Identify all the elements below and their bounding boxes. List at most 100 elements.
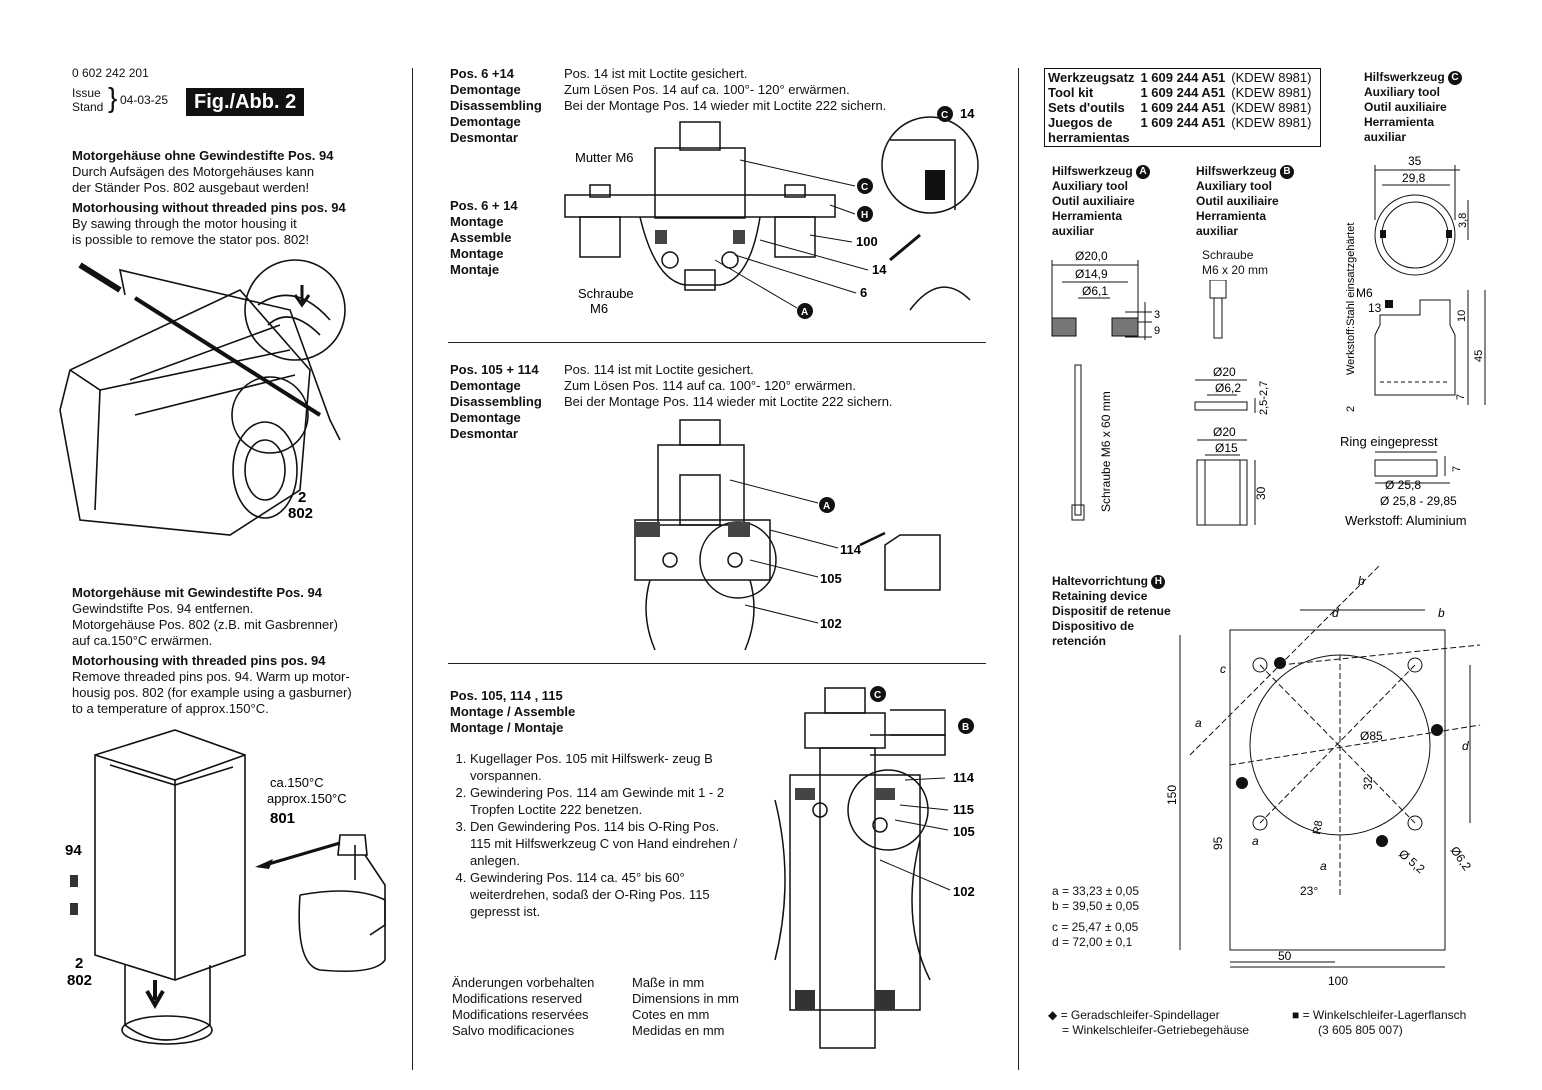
toolkit-row-0-name: Werkzeugsatz (1048, 70, 1135, 85)
holder-dim-d1: d (1332, 606, 1339, 620)
footer-modifications: Änderungen vorbehalten Modifications res… (452, 975, 594, 1039)
toolC-dim-10: 10 (1456, 310, 1468, 322)
toolB-dim-5: Ø15 (1215, 441, 1238, 455)
holder-title-4: Dispositivo de (1052, 619, 1135, 633)
toolC-material: Werkstoff:Stahl einsatzgehärtet (1345, 223, 1357, 375)
holder-title-3: Dispositif de retenue (1052, 604, 1171, 618)
sec1b-label-2: Assemble (450, 230, 512, 245)
toolA-dim-3: Ø6,1 (1082, 284, 1108, 298)
sec1-label-100: 100 (856, 234, 878, 249)
figure-saw-housing: 2 802 (59, 259, 346, 536)
sec2-labels: Pos. 105 + 114 Demontage Disassembling D… (450, 362, 542, 442)
toolkit-row-1-num: 1 609 244 A51 (1140, 85, 1226, 100)
figure-sec2-assembly: A 114 105 102 (634, 419, 941, 651)
sec3-label-1: Montage / Assemble (450, 704, 576, 719)
toolkit-row-3-name: Juegos de (1048, 115, 1113, 130)
stand-label: Stand (72, 100, 104, 114)
toolB-dim-3: 2,5-2,7 (1258, 381, 1270, 415)
toolB-title-1: Hilfswerkzeug (1196, 164, 1277, 178)
toolC-dim-m6: M6 (1356, 286, 1373, 300)
block2-text-en-2: housig pos. 802 (for example using a gas… (72, 685, 352, 700)
legend-square-1: ■ = Winkelschleifer-Lagerflansch (1292, 1008, 1467, 1022)
toolB-screw-2: M6 x 20 mm (1202, 263, 1269, 277)
toolB-dim-1: Ø20 (1213, 365, 1236, 379)
footer-right-1: Maße in mm (632, 975, 705, 990)
toolA-dim-1: Ø20,0 (1075, 249, 1108, 263)
tolerance-d: d = 72,00 ± 0,1 (1052, 935, 1133, 949)
ring-dim-258-2985: Ø 25,8 - 29,85 (1380, 494, 1457, 508)
sec3-label-105: 105 (953, 824, 975, 839)
sec3-label-115: 115 (953, 802, 974, 817)
figure-holder: b b d d c a a a Ø85 32 R8 150 95 Ø 5,2 Ø… (1165, 565, 1481, 988)
block1-text-de-1: Durch Aufsägen des Motorgehäuses kann (72, 164, 315, 179)
fig2-label-802: 802 (67, 972, 92, 989)
column-divider-right (1018, 68, 1019, 1070)
sec1b-pos: Pos. 6 + 14 (450, 198, 518, 213)
ring-label: Ring eingepresst (1340, 434, 1438, 449)
sec1-badge-a: A (801, 307, 808, 318)
holder-dim-o85: Ø85 (1360, 729, 1383, 743)
holder-dim-150: 150 (1165, 785, 1179, 805)
sec1-badge-c-top: C (941, 110, 948, 121)
legend-square-2: (3 605 805 007) (1318, 1023, 1403, 1037)
toolkit-row-2-code: (KDEW 8981) (1231, 100, 1312, 115)
block1-text-de-2: der Ständer Pos. 802 ausgebaut werden! (72, 180, 310, 195)
sec1-mutter: Mutter M6 (575, 150, 634, 165)
sec1-badge-h: H (861, 210, 868, 221)
sec2-label-3: Demontage (450, 410, 521, 425)
sec3-step-2: Gewindering Pos. 114 am Gewinde mit 1 - … (470, 784, 740, 818)
sec1-labels: Pos. 6 +14 Demontage Disassembling Demon… (450, 66, 542, 146)
holder-dim-32: 32 (1361, 776, 1375, 790)
sec1-badge-c: C (861, 182, 868, 193)
doc-number: 0 602 242 201 (72, 66, 149, 80)
sec1b-label-3: Montage (450, 246, 504, 261)
figure-badge: Fig./Abb. 2 (186, 88, 305, 116)
sec3-label-114: 114 (953, 770, 975, 785)
left-block-1: Motorgehäuse ohne Gewindestifte Pos. 94 … (72, 148, 402, 248)
holder-dim-95: 95 (1211, 836, 1225, 850)
toolC-dim-13: 13 (1368, 301, 1382, 315)
left-block-2: Motorgehäuse mit Gewindestifte Pos. 94 G… (72, 585, 402, 717)
toolkit-row: Juegos de 1 609 244 A51 (KDEW 8981) (1048, 115, 1317, 130)
footer-right-2: Dimensions in mm (632, 991, 739, 1006)
sec2-text-3: Bei der Montage Pos. 114 wieder mit Loct… (564, 394, 893, 409)
toolkit-row-2-name: Sets d'outils (1048, 100, 1125, 115)
footer-left-2: Modifications reserved (452, 991, 583, 1006)
sec1-label-3: Demontage (450, 114, 521, 129)
fig2-label-94: 94 (65, 842, 82, 859)
sec1-text-1: Pos. 14 ist mit Loctite gesichert. (564, 66, 748, 81)
toolkit-row-3-num: 1 609 244 A51 (1140, 115, 1226, 130)
block2-text-de-2: Motorgehäuse Pos. 802 (z.B. mit Gasbrenn… (72, 617, 338, 632)
toolkit-row-3-code: (KDEW 8981) (1231, 115, 1312, 130)
sec1-label-4: Desmontar (450, 130, 518, 145)
sec2-label-105: 105 (820, 571, 842, 586)
sec3-badge-b: B (962, 722, 969, 733)
issue-label: Issue (72, 86, 101, 100)
toolA-title-2: Auxiliary tool (1052, 179, 1129, 193)
holder-title-2: Retaining device (1052, 589, 1148, 603)
figure-housing-burner: ca.150°C approx.150°C 801 94 2 802 (65, 729, 386, 1045)
fig2-label-801: 801 (270, 810, 295, 827)
issue-date: 04-03-25 (120, 93, 169, 107)
sec3-step-1: Kugellager Pos. 105 mit Hilfswerk- zeug … (470, 750, 740, 784)
block1-text-en-2: is possible to remove the stator pos. 80… (72, 232, 310, 247)
toolC-dim-2: 2 (1345, 406, 1357, 412)
toolA-dim-5: 9 (1154, 325, 1160, 337)
toolA-dim-4: 3 (1154, 309, 1160, 321)
toolC-title-1: Hilfswerkzeug (1364, 70, 1445, 84)
toolC-dim-45: 45 (1473, 350, 1485, 362)
sec2-label-4: Desmontar (450, 426, 518, 441)
block2-text-de-3: auf ca.150°C erwärmen. (72, 633, 213, 648)
holder-dim-o52: Ø 5,2 (1396, 847, 1428, 877)
holder-title-5: retención (1052, 634, 1107, 648)
toolA-title-3: Outil auxiliaire (1052, 194, 1135, 208)
sec1b-labels: Pos. 6 + 14 Montage Assemble Montage Mon… (450, 198, 518, 278)
figure-toolA: Ø20,0 Ø14,9 Ø6,1 3 9 Schraube M6 x 60 mm (1051, 249, 1160, 521)
toolkit-row-0-code: (KDEW 8981) (1231, 70, 1312, 85)
block2-text-en-1: Remove threaded pins pos. 94. Warm up mo… (72, 669, 350, 684)
footer-dimensions: Maße in mm Dimensions in mm Cotes en mm … (632, 975, 739, 1039)
sec1-text-2: Zum Lösen Pos. 14 auf ca. 100°- 120° erw… (564, 82, 850, 97)
figure-sec1-assembly: Mutter M6 Schraube M6 C 14 C H 100 14 6 … (564, 106, 979, 319)
